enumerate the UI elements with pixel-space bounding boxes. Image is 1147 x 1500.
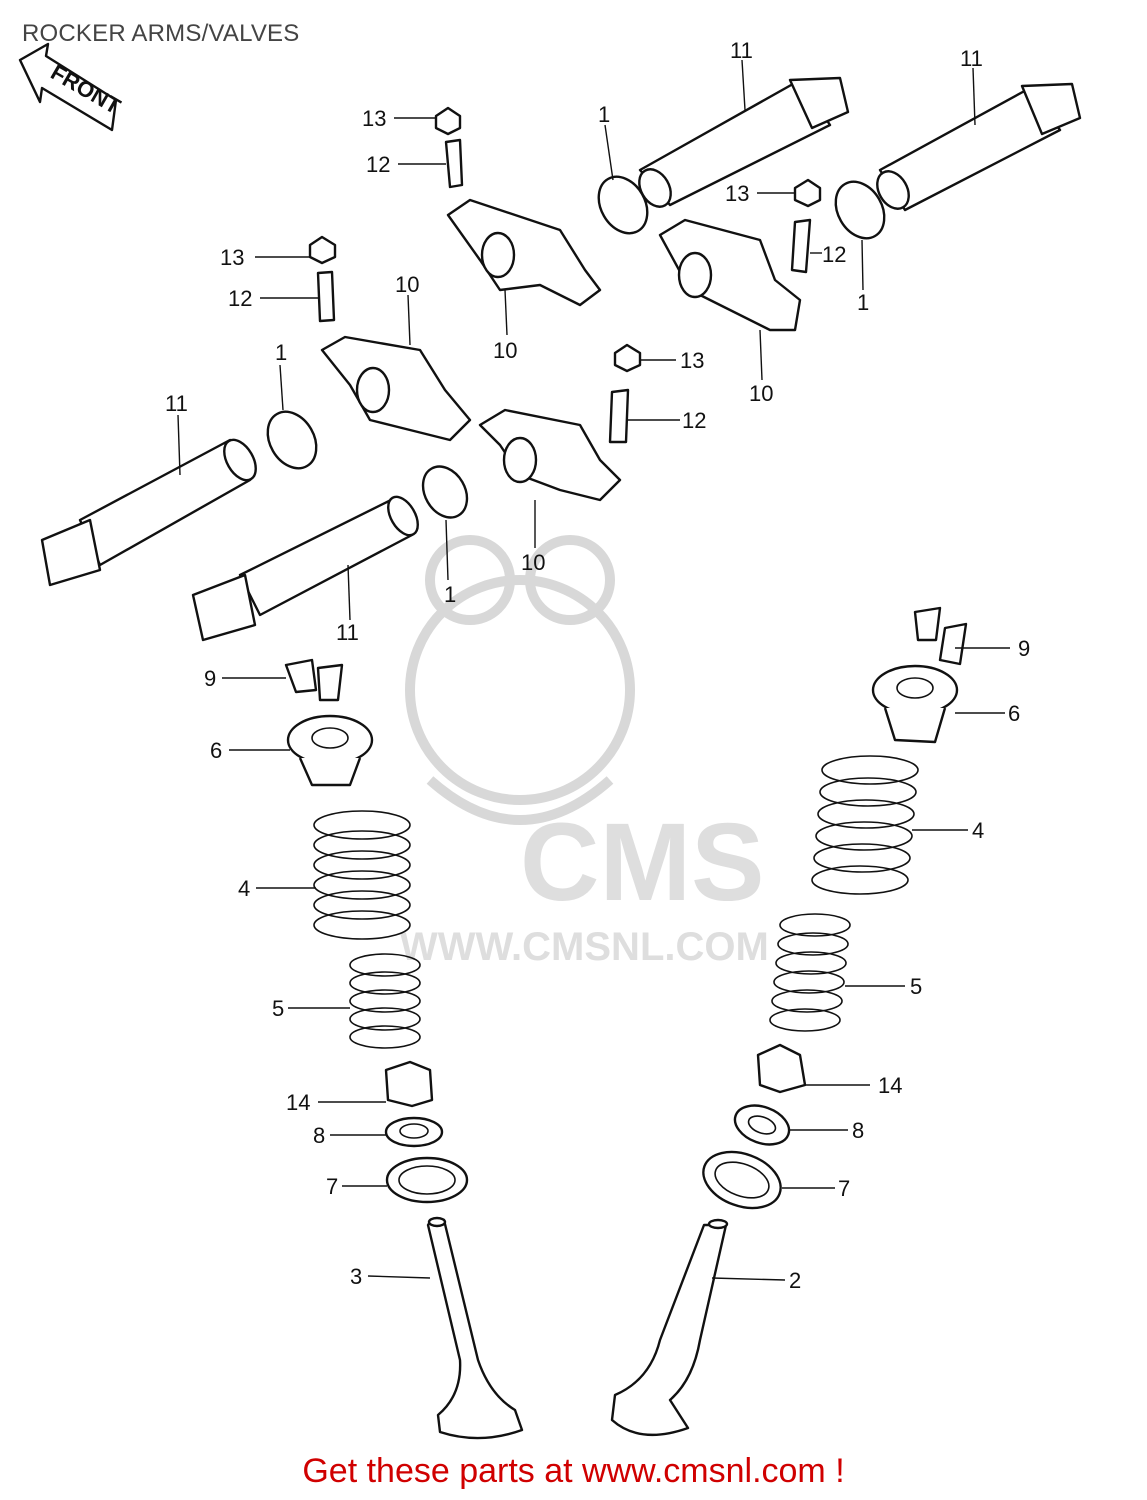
front-arrow-icon: FRONT (18, 42, 125, 132)
callout-6-right: 6 (1008, 701, 1020, 726)
callout-11-b: 11 (960, 46, 983, 71)
nut-13b (793, 178, 822, 208)
callout-1-c: 1 (275, 340, 287, 365)
spring-seat-8-right (733, 1104, 791, 1146)
leader-lines (177, 59, 1010, 1281)
callout-11-d: 11 (336, 620, 359, 645)
callout-2: 2 (789, 1268, 801, 1293)
callout-12-c: 12 (228, 286, 252, 311)
rocker-arm-d (478, 408, 622, 502)
rocker-shaft-left-lower (191, 495, 419, 642)
inner-valve-spring-left (349, 953, 421, 1049)
page-title: ROCKER ARMS/VALVES (22, 20, 300, 47)
callout-10-a: 10 (395, 272, 419, 297)
callout-10-b: 10 (493, 338, 517, 363)
collet-9-right (913, 606, 968, 666)
rocker-arm-c (320, 335, 472, 442)
callout-12-a: 12 (366, 152, 390, 177)
callout-3: 3 (350, 1264, 362, 1289)
callout-13-b: 13 (725, 181, 749, 206)
o-ring-1d (421, 465, 469, 519)
o-ring-1c (266, 410, 318, 470)
callout-labels: 11 11 1 13 12 13 12 1 13 12 10 10 10 13 … (165, 38, 1030, 1293)
callout-7-left: 7 (326, 1174, 338, 1199)
spring-retainer-right (871, 664, 959, 744)
adjuster-12a (444, 138, 464, 189)
callout-10-c: 10 (749, 381, 773, 406)
callout-4-right: 4 (972, 818, 984, 843)
collet-9-left (284, 658, 344, 702)
valve-3-left (426, 1216, 524, 1440)
shim-7-right (702, 1150, 782, 1210)
callout-10-d: 10 (521, 550, 545, 575)
rocker-shaft-top-right (876, 82, 1082, 212)
callout-13-a: 13 (362, 106, 386, 131)
shim-7-left (385, 1156, 469, 1204)
callout-7-right: 7 (838, 1176, 850, 1201)
rocker-shaft-left-upper (40, 438, 257, 587)
callout-8-left: 8 (313, 1123, 325, 1148)
stem-seal-left (384, 1060, 434, 1108)
callout-14-left: 14 (286, 1090, 310, 1115)
callout-5-left: 5 (272, 996, 284, 1021)
callout-13-d: 13 (680, 348, 704, 373)
outer-valve-spring-right (811, 755, 919, 895)
stem-seal-right (756, 1043, 807, 1094)
rocker-shaft-top-middle (638, 76, 850, 208)
callout-6-left: 6 (210, 738, 222, 763)
callout-1-d: 1 (444, 582, 456, 607)
outer-valve-spring-left (313, 810, 411, 940)
rocker-arm-a (446, 198, 602, 307)
adjuster-12d (608, 388, 630, 444)
callout-11-c: 11 (165, 391, 188, 416)
valve-2-right (610, 1218, 729, 1437)
nut-13c (308, 235, 337, 265)
o-ring-1a (597, 175, 649, 235)
callout-12-d: 12 (682, 408, 706, 433)
rocker-arm-b (658, 218, 802, 332)
watermark-url: WWW.CMSNL.COM (400, 925, 769, 969)
callout-8-right: 8 (852, 1118, 864, 1143)
get-parts-link[interactable]: Get these parts at www.cmsnl.com ! (302, 1452, 845, 1490)
callout-5-right: 5 (910, 974, 922, 999)
callout-12-b: 12 (822, 242, 846, 267)
callout-4-left: 4 (238, 876, 250, 901)
cms-watermark: CMS WWW.CMSNL.COM (400, 535, 769, 969)
callout-1-a: 1 (598, 102, 610, 127)
spring-seat-8-left (384, 1116, 444, 1148)
spring-retainer-left (286, 714, 374, 787)
adjuster-12c (316, 270, 336, 323)
callout-11-a: 11 (730, 38, 753, 63)
nut-13a (434, 106, 462, 136)
callout-13-c: 13 (220, 245, 244, 270)
nut-13d (613, 343, 642, 373)
o-ring-1b (834, 180, 886, 240)
callout-14-right: 14 (878, 1073, 902, 1098)
adjuster-12b (790, 218, 812, 274)
callout-1-b: 1 (857, 290, 869, 315)
inner-valve-spring-right (769, 913, 851, 1032)
callout-9-left: 9 (204, 666, 216, 691)
callout-9-right: 9 (1018, 636, 1030, 661)
watermark-brand: CMS (520, 801, 764, 924)
